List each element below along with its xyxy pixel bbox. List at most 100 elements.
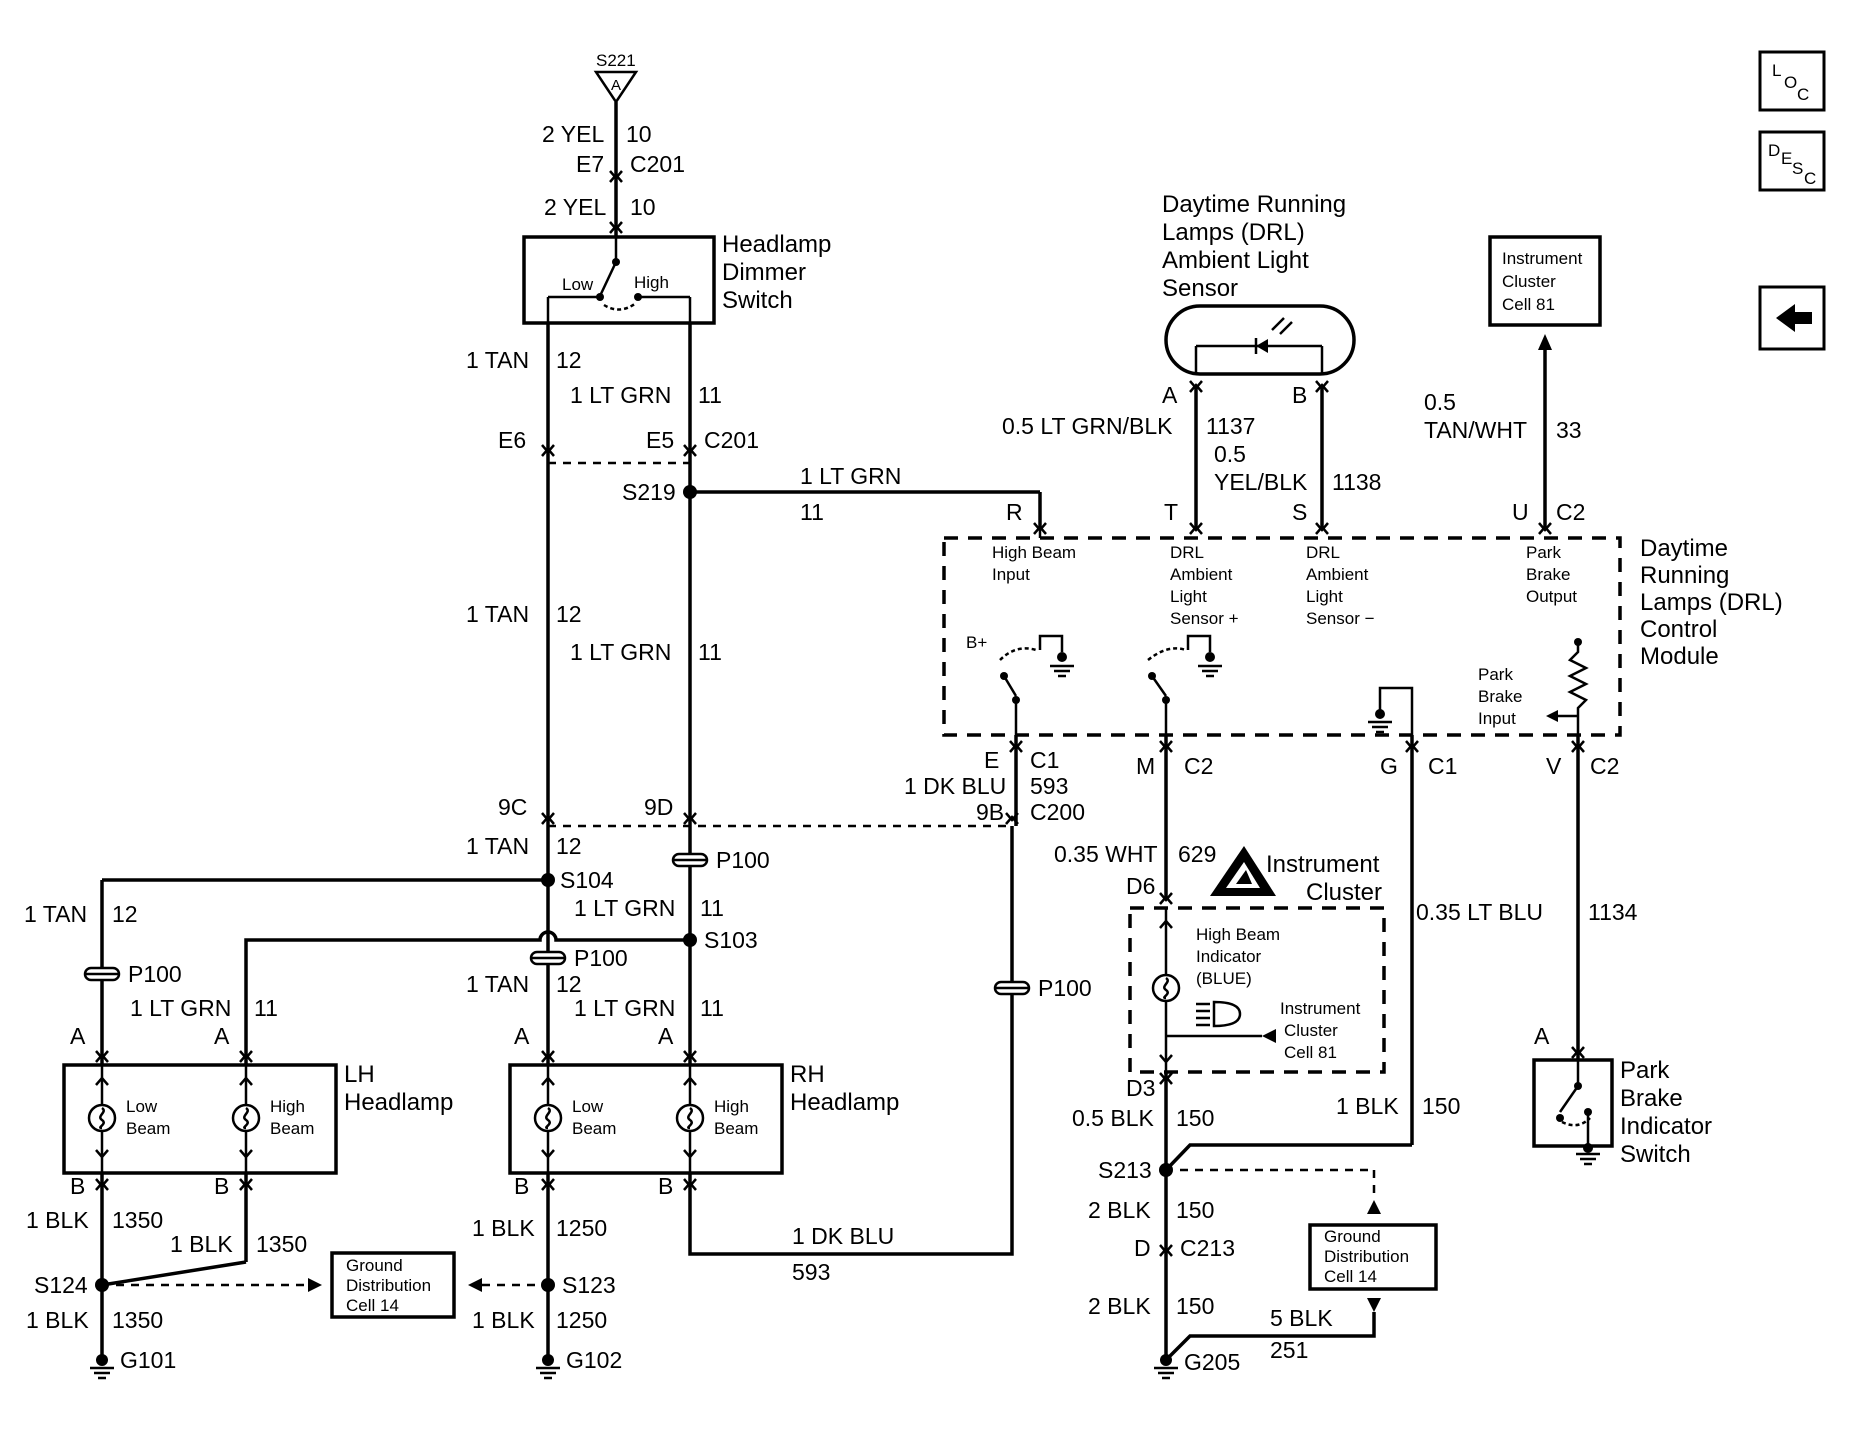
svg-text:E: E [1781, 149, 1792, 168]
cluster-text: High Beam [1196, 925, 1280, 944]
circuit-label: 12 [112, 901, 138, 927]
module-text: Light [1170, 587, 1207, 606]
wire-label: 1 LT GRN [800, 463, 901, 489]
drl-ambient-light-sensor [1164, 304, 1356, 376]
wire-label: 1 TAN [466, 971, 529, 997]
pin-label: E5 [646, 427, 674, 453]
ground-distribution-left[interactable]: Ground Distribution Cell 14 [330, 1251, 456, 1319]
wire-label: 1 LT GRN [130, 995, 231, 1021]
wire-label: 0.5 LT GRN/BLK [1002, 413, 1173, 439]
lamp-label: Beam [572, 1119, 616, 1138]
circuit-label: 1350 [112, 1207, 163, 1233]
ground-icon [88, 1366, 116, 1380]
ground-text: Ground [346, 1256, 403, 1275]
connector-label: C1 [1428, 753, 1457, 779]
circuit-label: 12 [556, 833, 582, 859]
module-text: Brake [1478, 687, 1522, 706]
circuit-label: 11 [700, 995, 724, 1021]
high-beam-bulb-icon [675, 1103, 705, 1133]
module-text: Light [1306, 587, 1343, 606]
pin-label: R [1006, 499, 1023, 525]
component-title: Headlamp [344, 1089, 453, 1116]
circuit-label: 1350 [112, 1307, 163, 1333]
component-title: RH [790, 1061, 825, 1088]
module-text: Sensor − [1306, 609, 1375, 628]
esd-warning-icon [1210, 846, 1276, 896]
wire-label: 1 LT GRN [574, 895, 675, 921]
lh-headlamp: Low Beam High Beam [62, 1063, 338, 1175]
svg-text:C: C [1804, 169, 1816, 188]
pin-label: A [70, 1023, 86, 1049]
ground-text: Cell 14 [1324, 1267, 1377, 1286]
pin-label: G [1380, 753, 1398, 779]
svg-text:S: S [1792, 159, 1803, 178]
component-title: Daytime Running [1162, 191, 1346, 218]
pin-label: M [1136, 753, 1155, 779]
cluster-text: Instrument [1280, 999, 1361, 1018]
circuit-label: 593 [1030, 773, 1068, 799]
lamp-label: Low [572, 1097, 604, 1116]
cell-text: Cluster [1502, 272, 1556, 291]
splice-s123 [541, 1278, 555, 1292]
high-label: High [634, 273, 669, 292]
pin-label: V [1546, 753, 1562, 779]
pin-label: B [214, 1173, 229, 1199]
wire-label: TAN/WHT [1424, 417, 1527, 443]
pin-label: D [1134, 1235, 1151, 1261]
component-title: Control [1640, 616, 1717, 643]
splice-label: S123 [562, 1272, 616, 1298]
s221-label: S221 [596, 51, 636, 70]
wire-label: 1 BLK [26, 1207, 89, 1233]
component-title: Dimmer [722, 259, 806, 286]
ground-text: Ground [1324, 1227, 1381, 1246]
pin-label: S [1292, 499, 1307, 525]
module-text: Output [1526, 587, 1577, 606]
wire-label: 1 LT GRN [570, 382, 671, 408]
circuit-label: 11 [698, 382, 722, 408]
module-text: High Beam [992, 543, 1076, 562]
ground-label: G101 [120, 1347, 176, 1373]
circuit-label: 10 [630, 194, 656, 220]
connector-label: C2 [1590, 753, 1619, 779]
splice-label: S103 [704, 927, 758, 953]
circuit-label: 33 [1556, 417, 1582, 443]
wire-label: 1 BLK [170, 1231, 233, 1257]
wire-label: 1 BLK [472, 1307, 535, 1333]
pin-label: A [214, 1023, 230, 1049]
circuit-label: 10 [626, 121, 652, 147]
connector-label: P100 [128, 961, 182, 987]
svg-text:O: O [1784, 73, 1797, 92]
wire-label: 1 BLK [472, 1215, 535, 1241]
module-text: B+ [966, 633, 987, 652]
wire-label: 2 YEL [542, 121, 604, 147]
ground-distribution-right[interactable]: Ground Distribution Cell 14 [1308, 1223, 1438, 1291]
wire-label: 1 TAN [24, 901, 87, 927]
pin-label: E7 [576, 151, 604, 177]
module-text: DRL [1170, 543, 1204, 562]
module-text: Input [1478, 709, 1516, 728]
circuit-label: 150 [1176, 1293, 1214, 1319]
ground-label: G205 [1184, 1349, 1240, 1375]
circuit-label: 1134 [1588, 899, 1638, 925]
loc-button[interactable]: LOC [1758, 50, 1826, 112]
connector-label: P100 [716, 847, 770, 873]
circuit-label: 1250 [556, 1307, 607, 1333]
pin-label: E6 [498, 427, 526, 453]
pin-label: D6 [1126, 873, 1155, 899]
circuit-label: 150 [1176, 1105, 1214, 1131]
connector-label: P100 [1038, 975, 1092, 1001]
cell-text: Cell 81 [1502, 295, 1555, 314]
ground-label: G102 [566, 1347, 622, 1373]
circuit-label: 11 [698, 639, 722, 665]
component-title: Switch [1620, 1141, 1691, 1168]
component-title: Ambient Light [1162, 247, 1309, 274]
back-button[interactable] [1758, 285, 1826, 351]
circuit-label: 629 [1178, 841, 1216, 867]
ground-icon [1152, 1366, 1180, 1380]
instrument-cluster-cell81-top[interactable]: Instrument Cluster Cell 81 [1488, 235, 1602, 327]
circuit-label: 1350 [256, 1231, 307, 1257]
wire-label: 2 BLK [1088, 1293, 1151, 1319]
component-title: Headlamp [722, 231, 831, 258]
